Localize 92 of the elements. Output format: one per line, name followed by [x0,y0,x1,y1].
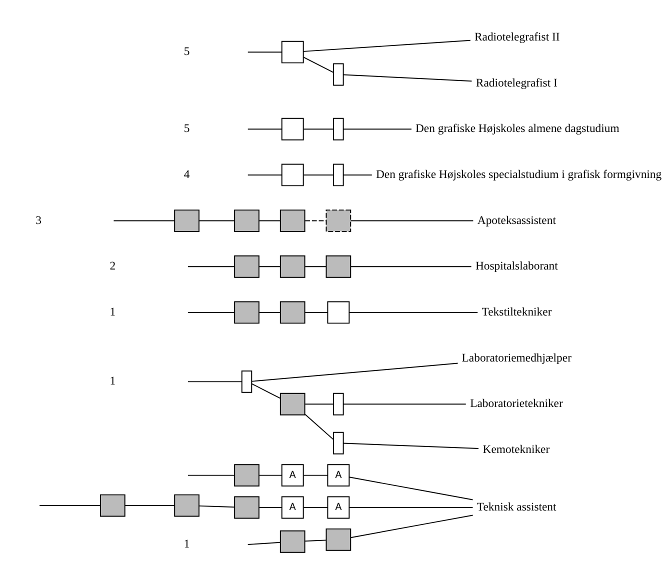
connector [303,174,334,175]
connector [342,174,372,175]
label: 3 [36,213,42,226]
node-text: Radiotelegrafist I [476,76,558,89]
label: 5 [184,122,190,135]
node-text: Laboratorietekniker [470,396,563,410]
node-box: A [327,464,350,486]
node-box [280,254,306,278]
node-box [174,209,200,232]
node-text: Apoteksassistent [477,213,556,226]
connector [303,506,328,508]
node-bar [333,392,344,415]
label: 2 [110,259,116,272]
connector [348,506,474,508]
connector [342,128,412,130]
connector [304,539,327,542]
connector [247,541,281,545]
node-bar [333,117,344,140]
connector [198,504,235,508]
node-box [326,209,352,232]
label: 1 [184,537,190,550]
connector [348,311,478,312]
connector [350,266,472,267]
node-text: Kemotekniker [482,442,550,456]
connector [258,266,281,267]
connector [187,266,235,267]
node-bar [333,163,344,186]
connector [251,362,458,382]
connector [350,220,474,221]
node-box [280,392,306,415]
node-square [281,40,304,63]
node-box [280,530,306,552]
connector [247,51,282,52]
node-box [234,209,260,232]
node-box: A [281,496,304,518]
node-box [326,528,352,550]
connector [350,514,474,538]
node-bar [333,431,344,454]
node-text: Teknisk assistent [476,500,556,514]
connector [258,220,281,221]
node-box: A [327,496,350,518]
node-bar [333,62,344,86]
node-square [327,300,350,324]
node-box [234,496,260,518]
connector [247,174,282,175]
connector [342,74,472,82]
label: 5 [184,44,190,58]
label: 4 [184,167,190,180]
node-text: Den grafiske Højskoles almene dagstudium [415,122,620,135]
connector [304,220,327,221]
connector [303,56,334,72]
node-text: Hospitalslaborant [475,259,558,272]
connector [124,504,175,506]
node-box [174,494,200,516]
node-box [280,209,306,232]
connector [348,476,474,500]
node-box [326,254,352,278]
node-text: Tekstiltekniker [482,304,552,318]
connector [187,311,235,312]
connector [304,403,334,404]
node-box [234,464,260,486]
connector [258,506,282,508]
connector [303,128,334,130]
node-square [281,117,304,140]
connector [187,380,242,382]
node-square [281,163,304,186]
connector [342,403,466,404]
node-text: Laboratoriemedhjælper [462,350,572,364]
connector [258,311,281,312]
node-box [100,494,126,516]
node-box: A [281,464,304,486]
node-box [234,254,260,278]
connector [258,474,282,476]
node-text: Den grafiske Højskoles specialstudium i grafisk formgivning [376,167,662,180]
connector [302,39,471,52]
label: 1 [110,374,116,388]
node-bar [241,370,252,392]
connector [198,220,235,221]
label: 1 [110,304,116,318]
connector [303,474,328,476]
node-box [234,300,260,324]
connector [251,382,281,398]
connector [304,311,328,312]
connector [187,474,235,476]
connector [342,442,479,449]
connector [304,266,327,267]
connector [39,504,101,506]
connector [304,413,334,440]
connector [247,128,282,130]
connector [113,220,176,221]
node-box [280,300,306,324]
node-text: Radiotelegrafist II [474,30,560,43]
